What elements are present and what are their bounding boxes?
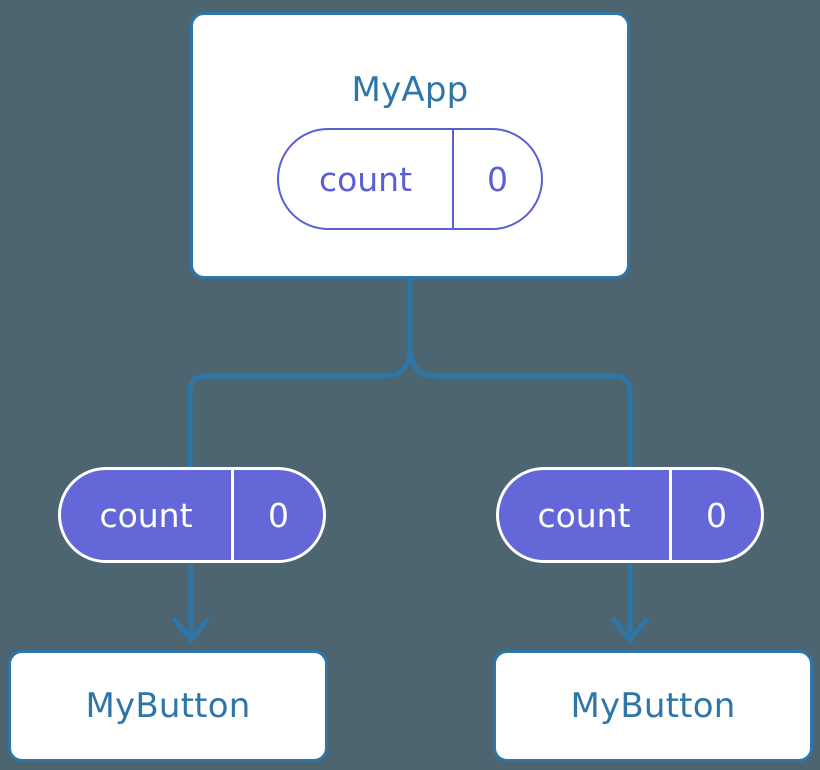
state-key-child-1: count xyxy=(537,495,631,535)
state-value-child-1: 0 xyxy=(669,470,761,560)
arrow-down-icon-right-head xyxy=(611,617,649,643)
state-pill-child-1[interactable]: count 0 xyxy=(496,467,764,563)
state-value-root: 0 xyxy=(452,130,541,228)
branch-line-left xyxy=(187,349,413,473)
component-name-child-1: MyButton xyxy=(570,686,736,726)
component-card-child-0[interactable]: MyButton xyxy=(8,650,328,762)
state-key-root: count xyxy=(318,159,413,199)
state-key-child-0: count xyxy=(99,495,193,535)
component-card-child-1[interactable]: MyButton xyxy=(493,650,813,762)
component-name-child-0: MyButton xyxy=(85,686,251,726)
state-pill-root[interactable]: count 0 xyxy=(277,128,543,230)
state-pill-child-0[interactable]: count 0 xyxy=(58,467,326,563)
arrow-down-icon-left-head xyxy=(172,617,210,643)
branch-line-right xyxy=(407,349,633,473)
state-value-child-0: 0 xyxy=(231,470,323,560)
component-name-root: MyApp xyxy=(351,70,469,110)
